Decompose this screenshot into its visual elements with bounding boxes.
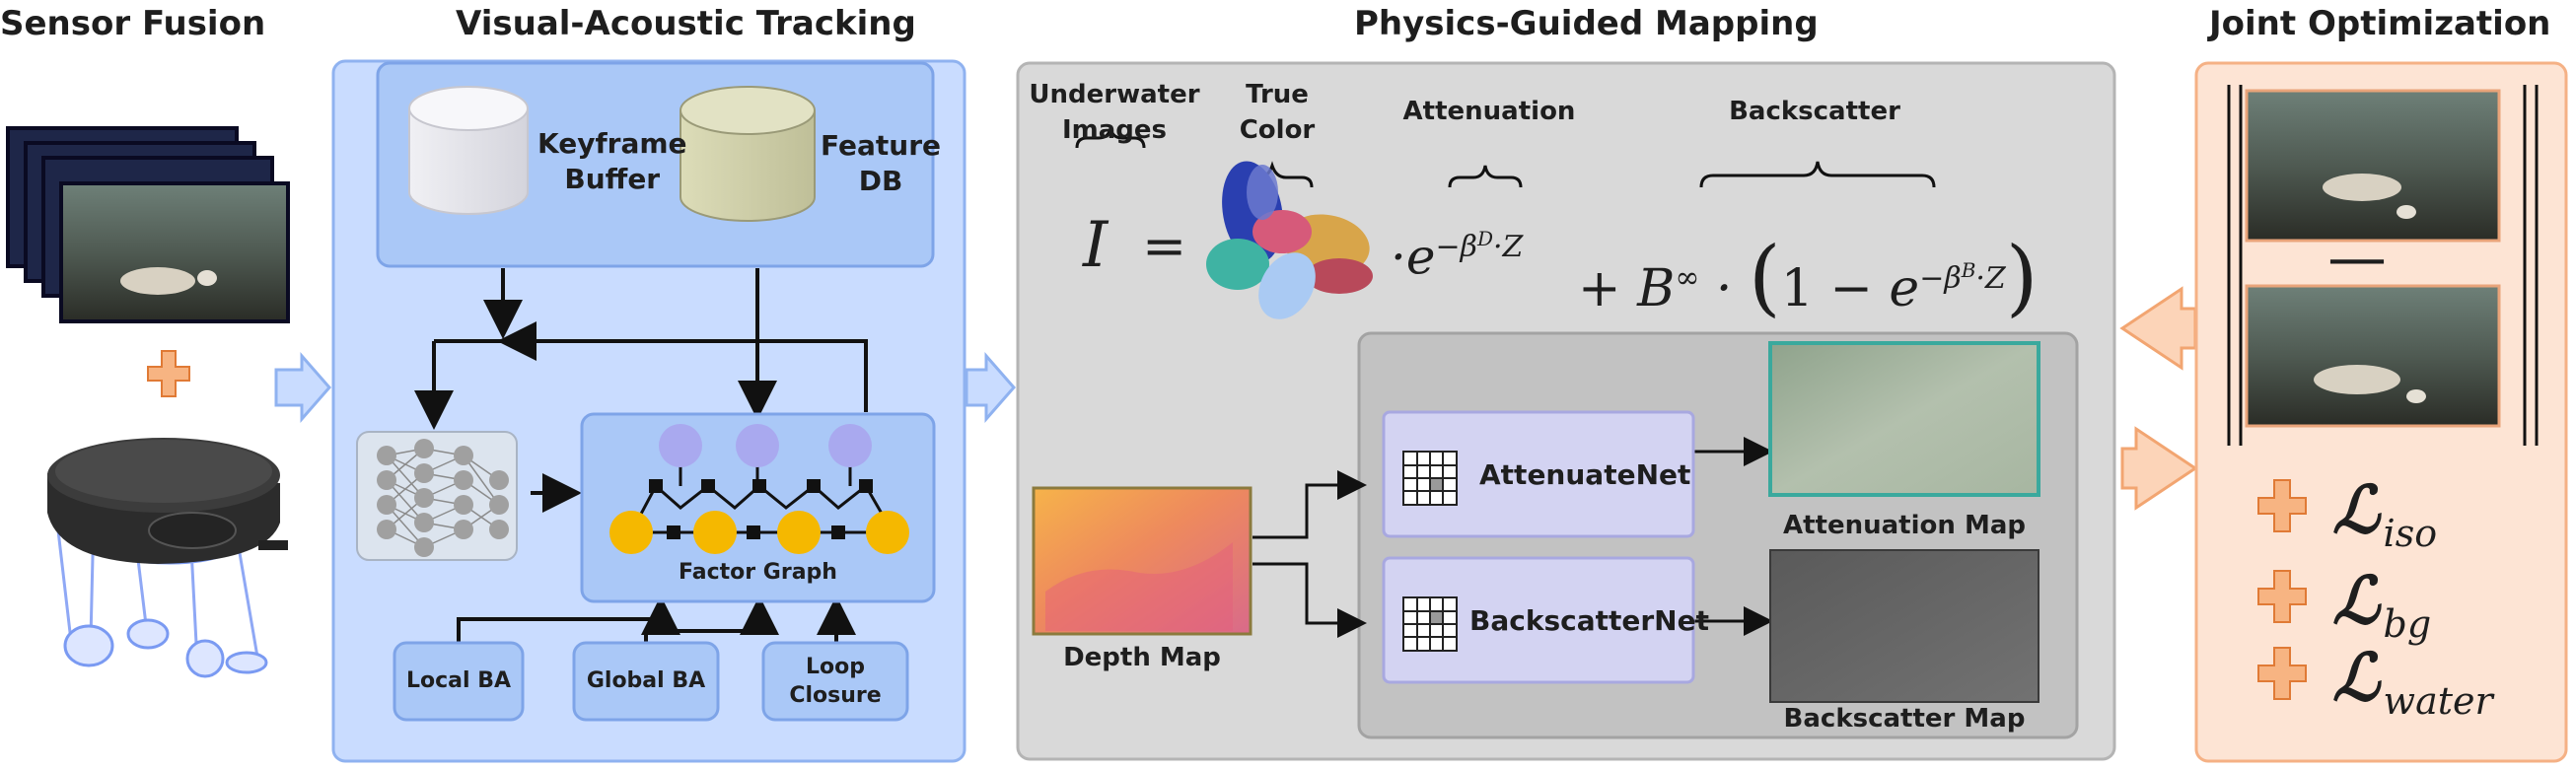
loss-iso-symbol: ℒ (2332, 471, 2380, 548)
sonar-device-icon (47, 438, 288, 678)
equation-I: I (1083, 209, 1109, 282)
true-color-label: True Color (1218, 77, 1336, 148)
loss-water-symbol: ℒ (2332, 639, 2380, 716)
norm-bars (2227, 85, 2539, 446)
camera-frames-stack (6, 126, 290, 323)
underwater-line2: Images (1061, 115, 1168, 145)
keyframe-label-line1: Keyframe (537, 127, 687, 160)
title-sensor-fusion: Sensor Fusion (0, 4, 266, 43)
local-ba-label: Local BA (405, 668, 511, 693)
neural-network-icon (356, 431, 518, 561)
loss-iso-subscript: iso (2383, 512, 2438, 555)
plus-icons-losses (2257, 479, 2307, 700)
keyframe-buffer-icon (408, 86, 529, 215)
keyframe-label-line2: Buffer (564, 163, 661, 195)
optimization-image-top (2245, 89, 2501, 243)
true-color-line1: True (1246, 80, 1309, 109)
global-ba-label: Global BA (586, 668, 706, 693)
depth-map-image (1032, 486, 1252, 636)
arrow-optimization-to-mapping (2119, 286, 2197, 371)
title-tracking: Visual-Acoustic Tracking (456, 4, 916, 43)
attenuation-map-image (1768, 341, 2040, 497)
factor-graph-icon (609, 424, 909, 554)
title-optimization: Joint Optimization (2209, 4, 2551, 43)
equation-attenuation-term: ·e−βD·Z (1391, 227, 1524, 286)
grid-icon-backscatter (1402, 596, 1458, 652)
underwater-line1: Underwater (1029, 80, 1200, 109)
depth-map-label: Depth Map (1063, 643, 1221, 672)
loss-bg-subscript: bg (2383, 602, 2432, 646)
backscatter-net-box (1382, 556, 1695, 684)
loop-closure-box (761, 641, 909, 722)
feature-db-label: Feature DB (821, 128, 941, 199)
loop-label-line1: Loop (806, 655, 865, 679)
loop-label-line2: Closure (789, 683, 882, 708)
backscatter-map-label: Backscatter Map (1783, 704, 2026, 734)
arrow-mapping-to-optimization (2120, 426, 2198, 511)
loss-bg-symbol: ℒ (2332, 562, 2380, 639)
equation-equals: = (1142, 215, 1187, 277)
true-color-line2: Color (1239, 115, 1316, 145)
backscatter-label: Backscatter (1729, 97, 1900, 126)
arrow-sensor-to-tracking (274, 352, 331, 423)
attenuate-net-label: AttenuateNet (1479, 458, 1691, 491)
feature-db-icon (680, 86, 816, 222)
backscatter-map-image (1769, 549, 2039, 703)
global-ba-box (572, 641, 720, 722)
true-color-icon (1206, 161, 1373, 319)
optimization-image-bottom (2245, 284, 2501, 428)
loss-water-subscript: water (2383, 679, 2493, 723)
factor-graph-label: Factor Graph (679, 560, 837, 585)
local-ba-box (393, 641, 525, 722)
attenuation-map-label: Attenuation Map (1783, 511, 2026, 540)
title-mapping: Physics-Guided Mapping (1354, 4, 1819, 43)
backscatter-net-label: BackscatterNet (1469, 604, 1709, 637)
attenuation-label: Attenuation (1402, 97, 1576, 126)
grid-icon-attenuate (1402, 451, 1458, 506)
underwater-images-label: Underwater Images (1026, 77, 1203, 148)
feature-label-line1: Feature (821, 129, 941, 162)
keyframe-buffer-label: Keyframe Buffer (537, 126, 687, 197)
loop-closure-label: Loop Closure (763, 653, 907, 710)
minus-sign: — (2327, 224, 2387, 293)
feature-label-line2: DB (858, 165, 903, 197)
equation-backscatter-term: + B∞ · (1 − e−βB·Z) (1578, 229, 2039, 325)
plus-icon-sensor (147, 350, 190, 397)
arrow-tracking-to-mapping (965, 352, 1016, 423)
attenuate-net-box (1382, 410, 1695, 538)
